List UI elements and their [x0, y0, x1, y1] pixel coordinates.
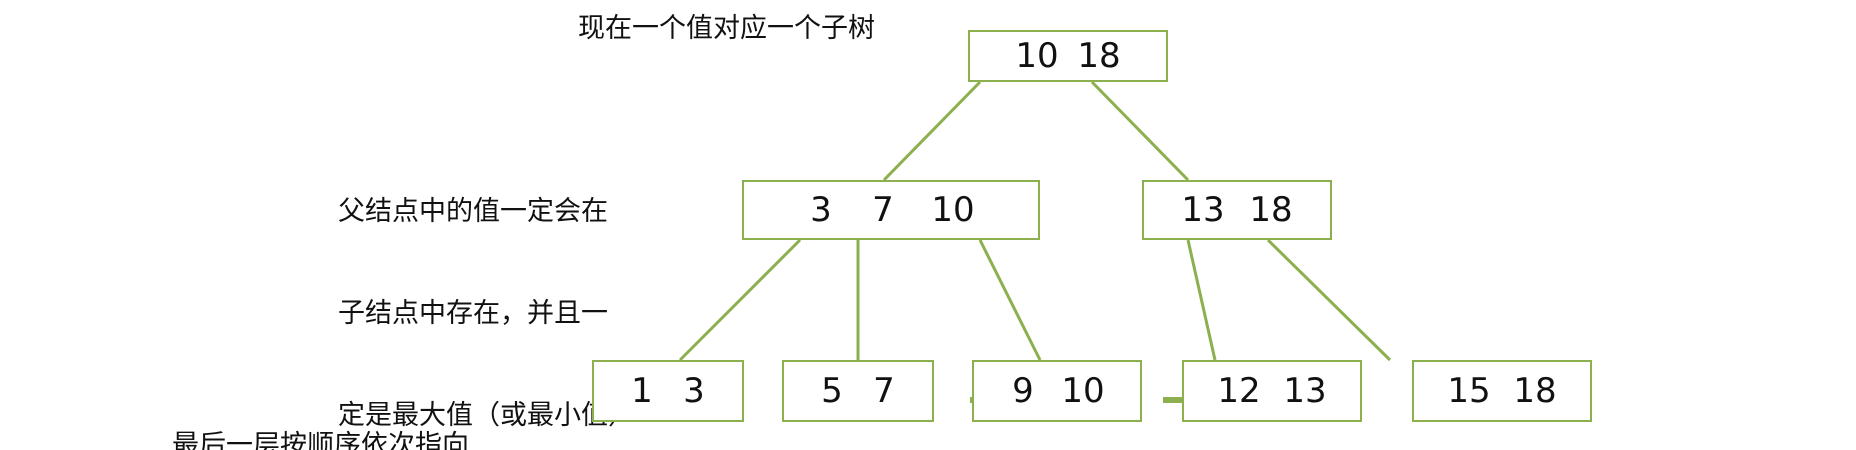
node-key: 5 — [821, 371, 843, 411]
annotation-leaf-link: 最后一层按顺序依次指向 下一个结点，就像链表一样 — [172, 361, 496, 450]
node-key: 18 — [1513, 371, 1557, 411]
edge-internal1-to-leaf-1 — [678, 238, 802, 362]
tree-node-root[interactable]: 10 18 — [968, 30, 1168, 82]
node-key: 12 — [1217, 371, 1261, 411]
edge-root-to-internal-2 — [1090, 80, 1190, 182]
tree-node-leaf-1[interactable]: 1 3 — [592, 360, 744, 422]
node-key: 1 — [631, 371, 653, 411]
tree-node-leaf-3[interactable]: 9 10 — [972, 360, 1142, 422]
node-key: 10 — [1015, 36, 1059, 76]
tree-node-leaf-5[interactable]: 15 18 — [1412, 360, 1592, 422]
annotation-leaf-link-line-1: 最后一层按顺序依次指向 — [172, 430, 469, 450]
annotation-parent-rule: 父结点中的值一定会在 子结点中存在，并且一 定是最大值（或最小值） 这里是最大值 — [338, 127, 635, 450]
node-key: 13 — [1181, 190, 1225, 230]
tree-node-internal-2[interactable]: 13 18 — [1142, 180, 1332, 240]
edge-internal2-to-leaf-4 — [1186, 239, 1217, 361]
edge-internal2-to-leaf-5 — [1266, 238, 1392, 362]
tree-node-internal-1[interactable]: 3 7 10 — [742, 180, 1040, 240]
node-key: 15 — [1447, 371, 1491, 411]
node-key: 18 — [1249, 190, 1293, 230]
annotation-parent-rule-line-2: 子结点中存在，并且一 — [338, 298, 608, 329]
node-key: 3 — [683, 371, 705, 411]
annotation-top-note: 现在一个值对应一个子树 — [578, 13, 875, 44]
edge-root-to-internal-1 — [882, 80, 982, 182]
node-key: 3 — [810, 190, 832, 230]
annotation-parent-rule-line-1: 父结点中的值一定会在 — [338, 196, 608, 227]
tree-node-leaf-2[interactable]: 5 7 — [782, 360, 934, 422]
node-key: 10 — [1061, 371, 1105, 411]
edge-internal1-to-leaf-3 — [978, 239, 1042, 361]
node-key: 10 — [931, 190, 975, 230]
node-key: 13 — [1283, 371, 1327, 411]
node-key: 7 — [872, 190, 894, 230]
node-key: 18 — [1077, 36, 1121, 76]
annotation-parent-rule-line-3: 定是最大值（或最小值） — [338, 400, 635, 431]
node-key: 9 — [1012, 371, 1034, 411]
tree-node-leaf-4[interactable]: 12 13 — [1182, 360, 1362, 422]
node-key: 7 — [873, 371, 895, 411]
